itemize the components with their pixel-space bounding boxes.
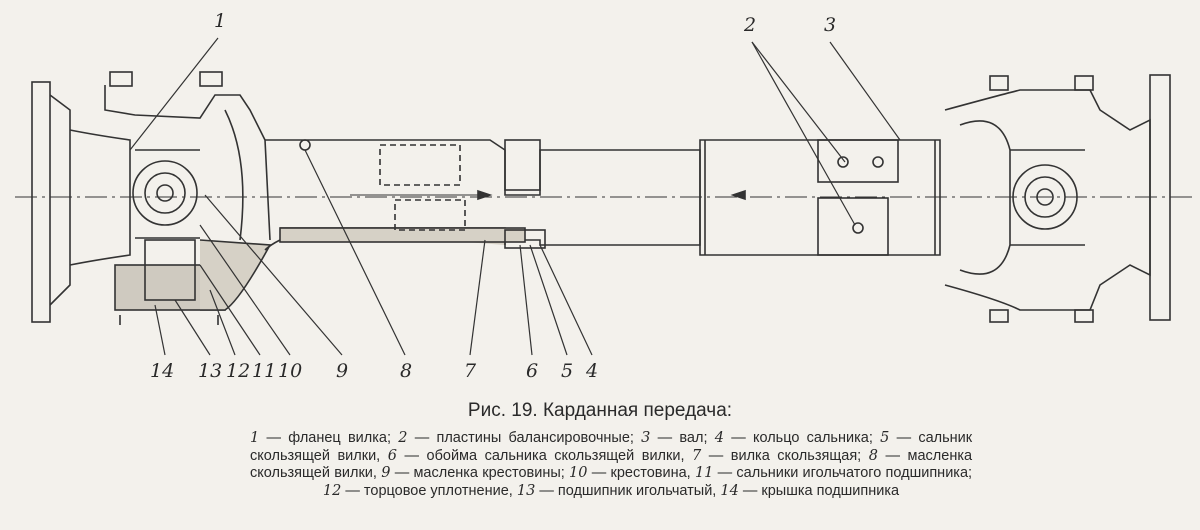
legend-text: кольцо сальника;	[752, 430, 873, 446]
callout-11: 11	[252, 360, 277, 382]
legend-number: 6	[387, 447, 397, 464]
right-flange-yoke	[944, 74, 1171, 323]
bearing-cap-section	[114, 239, 272, 325]
legend-number: 1	[250, 430, 260, 446]
callout-8: 8	[400, 360, 413, 382]
legend-number: 7	[692, 447, 702, 464]
legend-number: 9	[381, 465, 391, 481]
left-flange-yoke	[31, 71, 271, 323]
legend-text: крестовина,	[610, 465, 691, 481]
legend-number: 12	[322, 482, 342, 499]
shaft-body	[264, 139, 941, 256]
legend-text: вилка скользящая;	[730, 447, 862, 464]
callout-2: 2	[744, 14, 757, 36]
legend-text: обойма сальника скользящей вилки,	[426, 447, 685, 464]
callout-13: 13	[198, 360, 223, 382]
legend-number: 8	[868, 447, 878, 464]
legend-text: масленка скользящей вилки,	[250, 447, 973, 482]
legend-text: сальники игольчатого подшипника;	[736, 465, 973, 481]
callout-14: 14	[150, 360, 175, 382]
legend-text: вал;	[679, 430, 708, 446]
legend-number: 3	[641, 430, 651, 446]
callout-4: 4	[586, 360, 599, 382]
legend-text: сальник скользящей вилки,	[250, 430, 973, 464]
legend-text: фланец вилка;	[288, 430, 391, 446]
figure-legend: 1 — фланец вилка; 2 — пластины балансиро…	[250, 430, 973, 499]
callout-3: 3	[824, 14, 837, 36]
callout-1: 1	[214, 10, 227, 32]
legend-number: 14	[720, 482, 739, 499]
legend-text: пластины балансировочные;	[436, 430, 634, 446]
legend-text: подшипник игольчатый,	[557, 482, 717, 499]
legend-number: 11	[694, 465, 714, 481]
callout-5: 5	[561, 360, 574, 382]
callout-12: 12	[226, 360, 251, 382]
legend-number: 4	[714, 430, 724, 446]
callout-7: 7	[464, 360, 477, 382]
legend-number: 13	[516, 482, 536, 499]
figure-title: Рис. 19. Карданная передача:	[467, 400, 733, 421]
callout-10: 10	[278, 360, 303, 382]
callout-6: 6	[526, 360, 539, 382]
cardan-shaft-drawing	[15, 37, 1195, 356]
legend-text: масленка крестовины;	[413, 465, 565, 481]
callout-9: 9	[336, 360, 349, 382]
leader-lines	[129, 37, 901, 356]
legend-number: 5	[880, 430, 890, 446]
legend-number: 2	[398, 430, 408, 446]
legend-text: крышка подшипника	[761, 482, 900, 499]
legend-text: торцовое уплотнение,	[363, 482, 513, 499]
legend-number: 10	[569, 465, 588, 481]
